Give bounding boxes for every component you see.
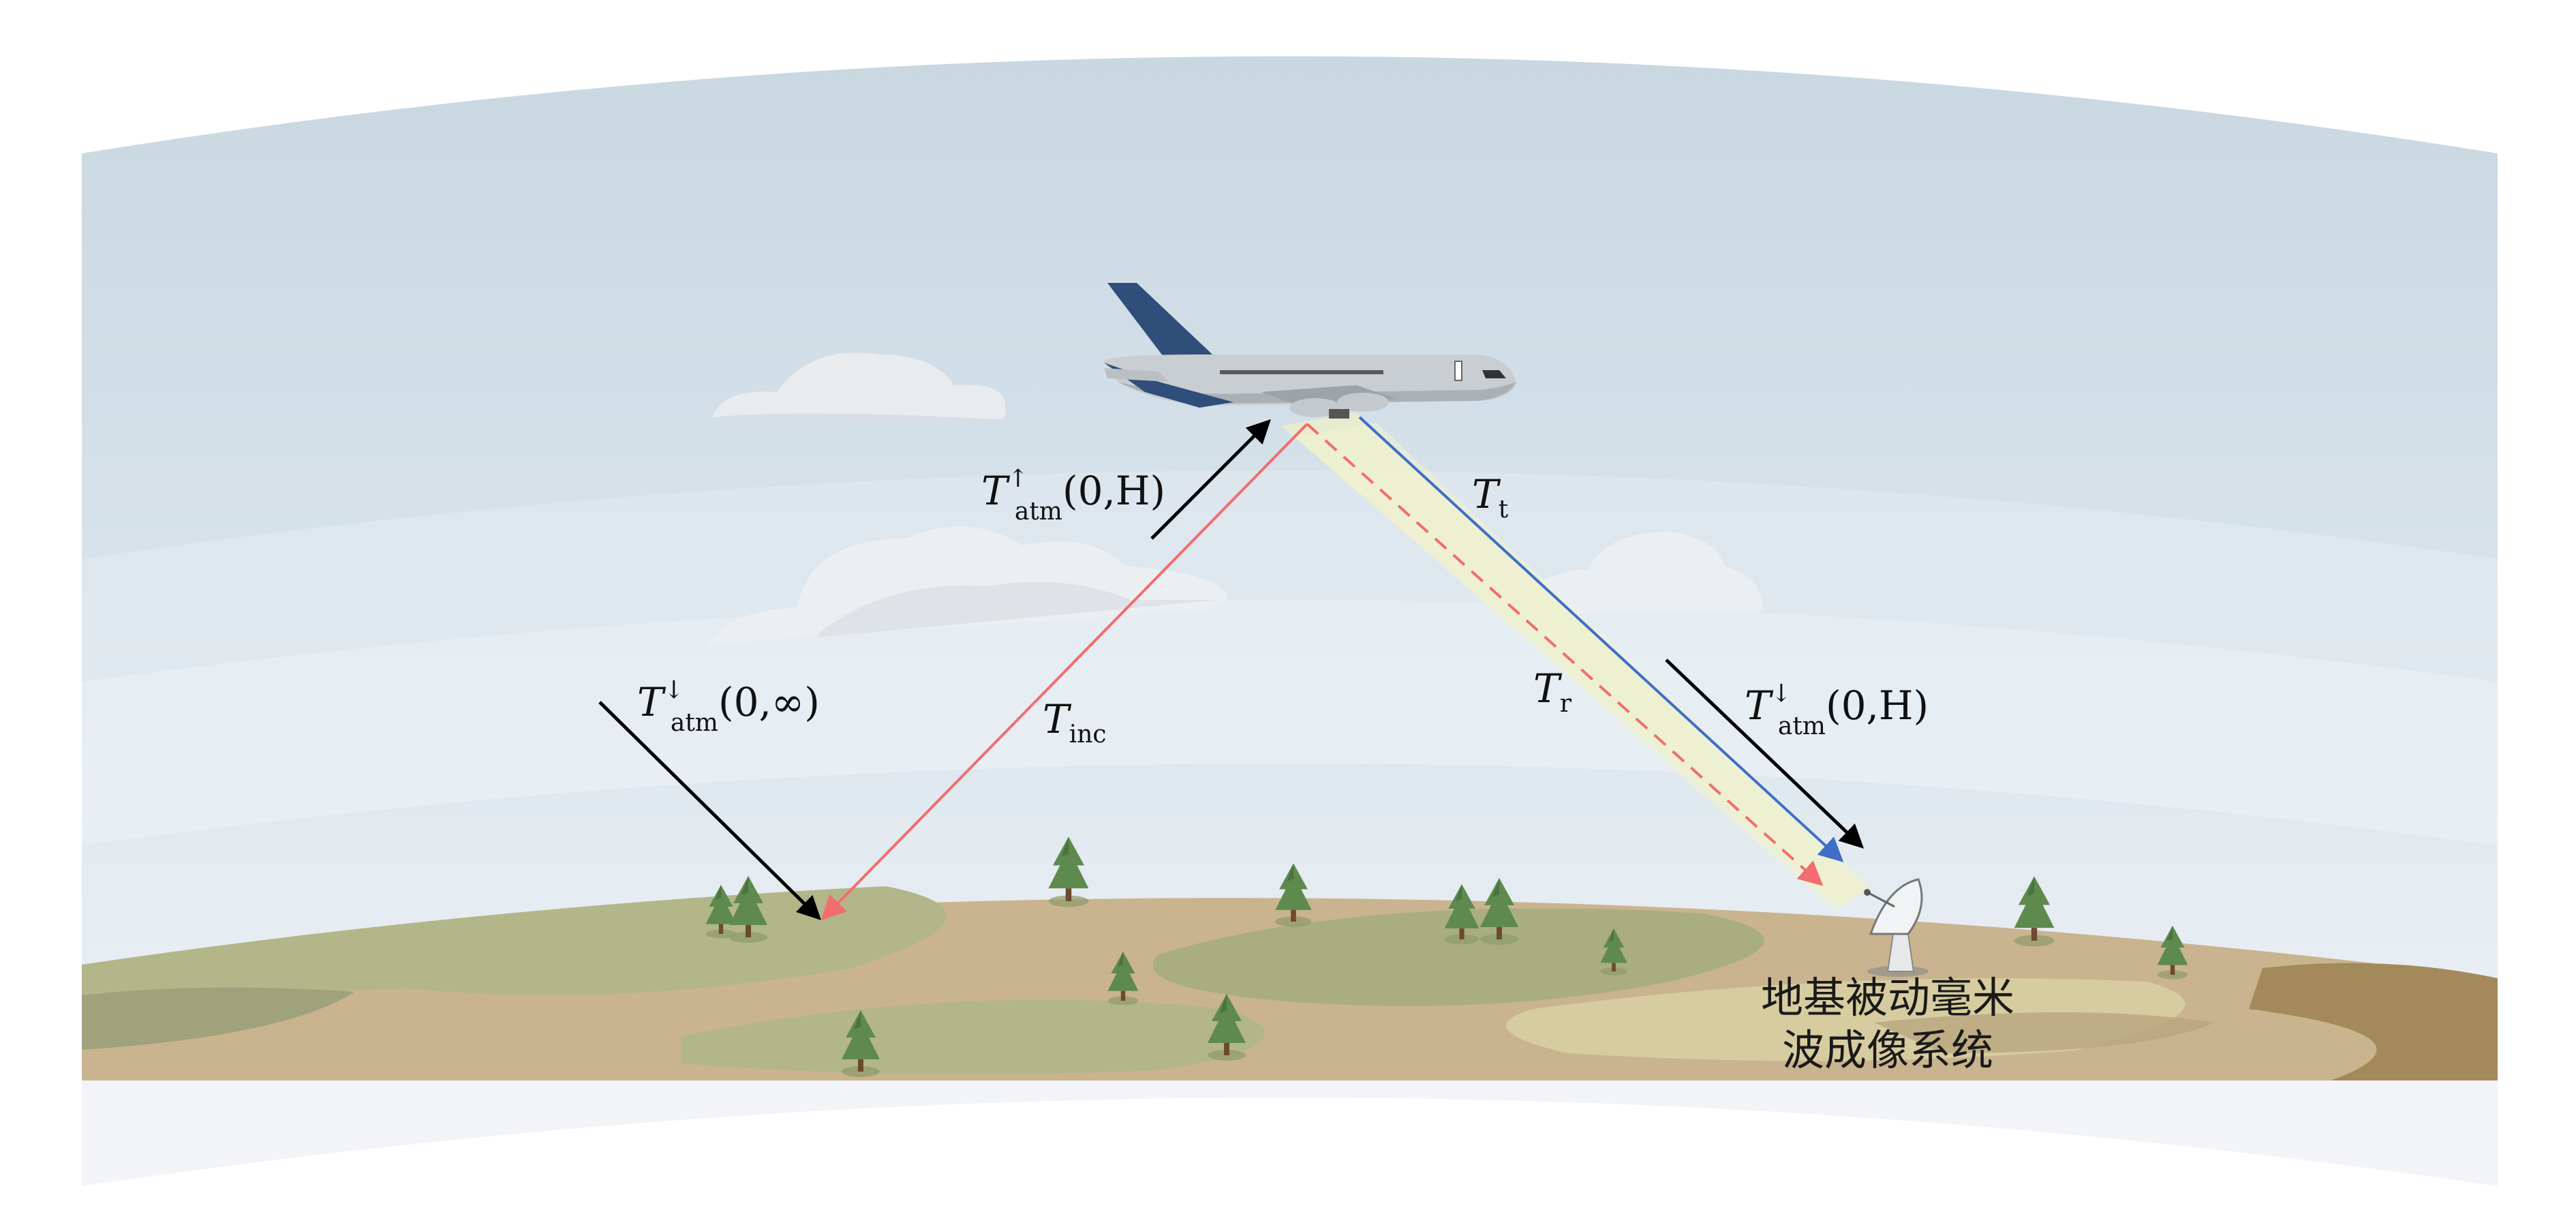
label-down-h: T↓atm(0,H) <box>1745 680 1929 740</box>
incident-ray <box>821 423 1308 921</box>
system-caption-line1: 地基被动毫米 <box>1761 973 2014 1023</box>
cloud-icon <box>1520 532 1762 614</box>
label-up-atm: T↑atm(0,H) <box>981 465 1165 526</box>
transmitted-ray <box>1358 416 1844 862</box>
airplane-icon <box>1104 283 1516 419</box>
reflected-ray-dashed <box>1306 423 1824 886</box>
cloud-icon <box>712 352 1006 419</box>
label-t-r: Tr <box>1533 665 1572 718</box>
atm-down-arrow <box>1665 659 1865 849</box>
upward-arrow <box>1150 419 1271 540</box>
system-caption-line2: 波成像系统 <box>1782 1025 1993 1075</box>
label-t-t: Tt <box>1472 471 1509 524</box>
sky-down-arrow <box>598 701 821 920</box>
radar-dish-icon <box>1864 878 1929 977</box>
cloud-icon <box>709 526 1228 644</box>
label-t-inc: Tinc <box>1043 696 1107 748</box>
label-down-inf: T↓atm(0,∞) <box>637 676 820 737</box>
